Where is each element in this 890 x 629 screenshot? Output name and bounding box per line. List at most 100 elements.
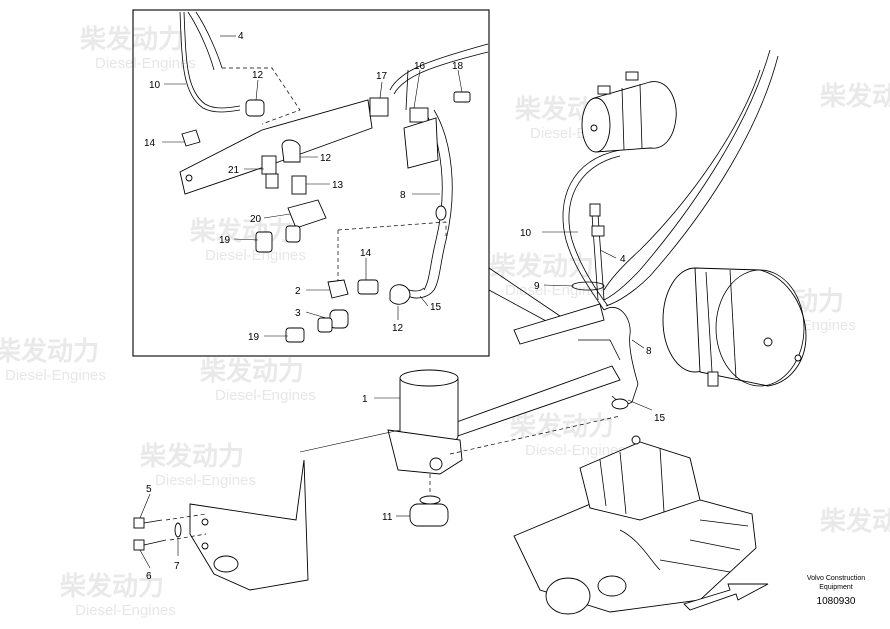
watermark-en: Diesel-Engines <box>525 442 626 459</box>
main-leaders <box>139 231 653 569</box>
watermark-cn: 柴发动力 <box>59 571 164 602</box>
watermark-cn: 柴发动力 <box>139 441 244 472</box>
fitting-3 <box>329 309 349 329</box>
inset-leaders <box>162 35 463 337</box>
pipe-16 <box>389 43 489 91</box>
watermark-en: Diesel-Engines <box>205 247 306 264</box>
elbow-12 <box>389 284 411 305</box>
pipe-long-2 <box>603 69 761 291</box>
callout-15: 15 <box>430 302 442 313</box>
watermark-cn: 柴发动力 <box>189 216 294 247</box>
watermark-cn: 柴发动力 <box>0 336 99 367</box>
callout-12: 12 <box>320 153 332 164</box>
clamp-16 <box>409 107 429 123</box>
valve-block-20 <box>287 199 327 229</box>
dashed-leader <box>449 415 621 455</box>
cap-12 <box>245 99 265 117</box>
inset-parts <box>179 11 489 343</box>
machine-part <box>597 575 627 597</box>
pipe-16-edge <box>393 51 489 95</box>
callout-9: 9 <box>534 281 540 292</box>
machine-detail <box>619 529 661 571</box>
connector-14 <box>357 279 379 295</box>
callout-14: 14 <box>144 138 156 149</box>
callout-15: 15 <box>654 413 666 424</box>
pipe-10-edge <box>179 11 241 113</box>
fitting-top <box>589 203 601 217</box>
fitting-19-lower <box>285 327 305 343</box>
watermark-cn: 柴发动力 <box>489 251 594 282</box>
hose-4-edge <box>195 11 223 69</box>
watermark-cn: 柴发动力 <box>819 506 890 537</box>
callout-16: 16 <box>414 61 426 72</box>
pipe-long <box>603 49 771 301</box>
hose-4 <box>187 11 215 71</box>
pipe-10 <box>183 11 241 109</box>
dashed-leader <box>222 67 301 125</box>
callout-14: 14 <box>360 248 372 259</box>
callout-21: 21 <box>228 165 240 176</box>
callout-11: 11 <box>382 512 393 523</box>
mounting-bracket <box>189 459 309 591</box>
watermark-en: Diesel-Engines <box>505 282 606 299</box>
detail-inset-frame <box>132 9 490 357</box>
bolt-5-shank <box>143 519 163 524</box>
bracket-main <box>578 339 621 361</box>
watermark-cn: 柴发动力 <box>79 24 184 55</box>
bolt-16 <box>405 69 409 111</box>
zoom-line <box>488 289 549 323</box>
callout-12: 12 <box>252 70 264 81</box>
clip-17 <box>369 97 389 117</box>
dashed-leader <box>337 221 447 296</box>
bracket-hole <box>185 174 193 182</box>
machine-part <box>545 577 591 615</box>
callout-12: 12 <box>392 323 404 334</box>
hose-8-clamp <box>435 205 447 221</box>
air-tank-lower <box>662 267 807 387</box>
air-dryer-1 <box>387 369 463 475</box>
hose-end <box>611 398 629 410</box>
hose-8-main <box>603 307 639 385</box>
callout-20: 20 <box>250 214 262 225</box>
watermark-layer: 柴发动力 Diesel-Engines 柴发动力 Diesel-Engines … <box>0 24 890 619</box>
callout-19: 19 <box>248 332 260 343</box>
watermark-cn: 柴发动力 <box>509 411 614 442</box>
callout-5: 5 <box>146 484 152 495</box>
caption-line-2: Equipment <box>819 584 853 591</box>
elbow-connector-12 <box>281 139 301 163</box>
callout-17: 17 <box>376 71 388 82</box>
callout-19: 19 <box>219 235 231 246</box>
bolt-6-head <box>133 539 145 551</box>
watermark-en: Diesel-Engines <box>75 602 176 619</box>
caption-block: Volvo Construction Equipment 1080930 <box>807 575 865 607</box>
callout-2: 2 <box>295 286 301 297</box>
inset-callouts: 4 10 12 14 21 12 13 20 19 17 16 18 8 14 … <box>144 31 464 343</box>
machine-cab <box>579 441 701 521</box>
main-callouts: 1 11 5 6 7 10 4 9 8 15 <box>146 228 666 582</box>
thin-line <box>299 429 401 453</box>
machine-overview <box>513 435 757 615</box>
callout-6: 6 <box>146 571 152 582</box>
zoom-line <box>488 267 561 317</box>
machine-detail <box>659 519 749 573</box>
fitting-14 <box>181 129 201 147</box>
caption-line-1: Volvo Construction <box>807 575 865 582</box>
callout-8: 8 <box>400 190 406 201</box>
pipe-10-main-edge <box>568 155 621 307</box>
watermark-en: Diesel-Engines <box>215 387 316 404</box>
fitting-3-nut <box>317 317 333 333</box>
watermark-en: Diesel-Engines <box>155 472 256 489</box>
hose-8 <box>433 109 453 291</box>
watermark-en: Diesel-Engines <box>95 55 196 72</box>
callout-3: 3 <box>295 308 301 319</box>
dashed-leader <box>165 513 207 541</box>
bracket-detail <box>403 117 439 169</box>
nut-13 <box>291 175 307 195</box>
bolts <box>133 513 207 551</box>
machine-detail <box>599 447 665 515</box>
callout-18: 18 <box>452 61 464 72</box>
bracket-plate <box>179 99 373 195</box>
bolt-18 <box>453 91 471 103</box>
fitting-2 <box>327 279 349 299</box>
fitting-tee <box>591 225 605 237</box>
